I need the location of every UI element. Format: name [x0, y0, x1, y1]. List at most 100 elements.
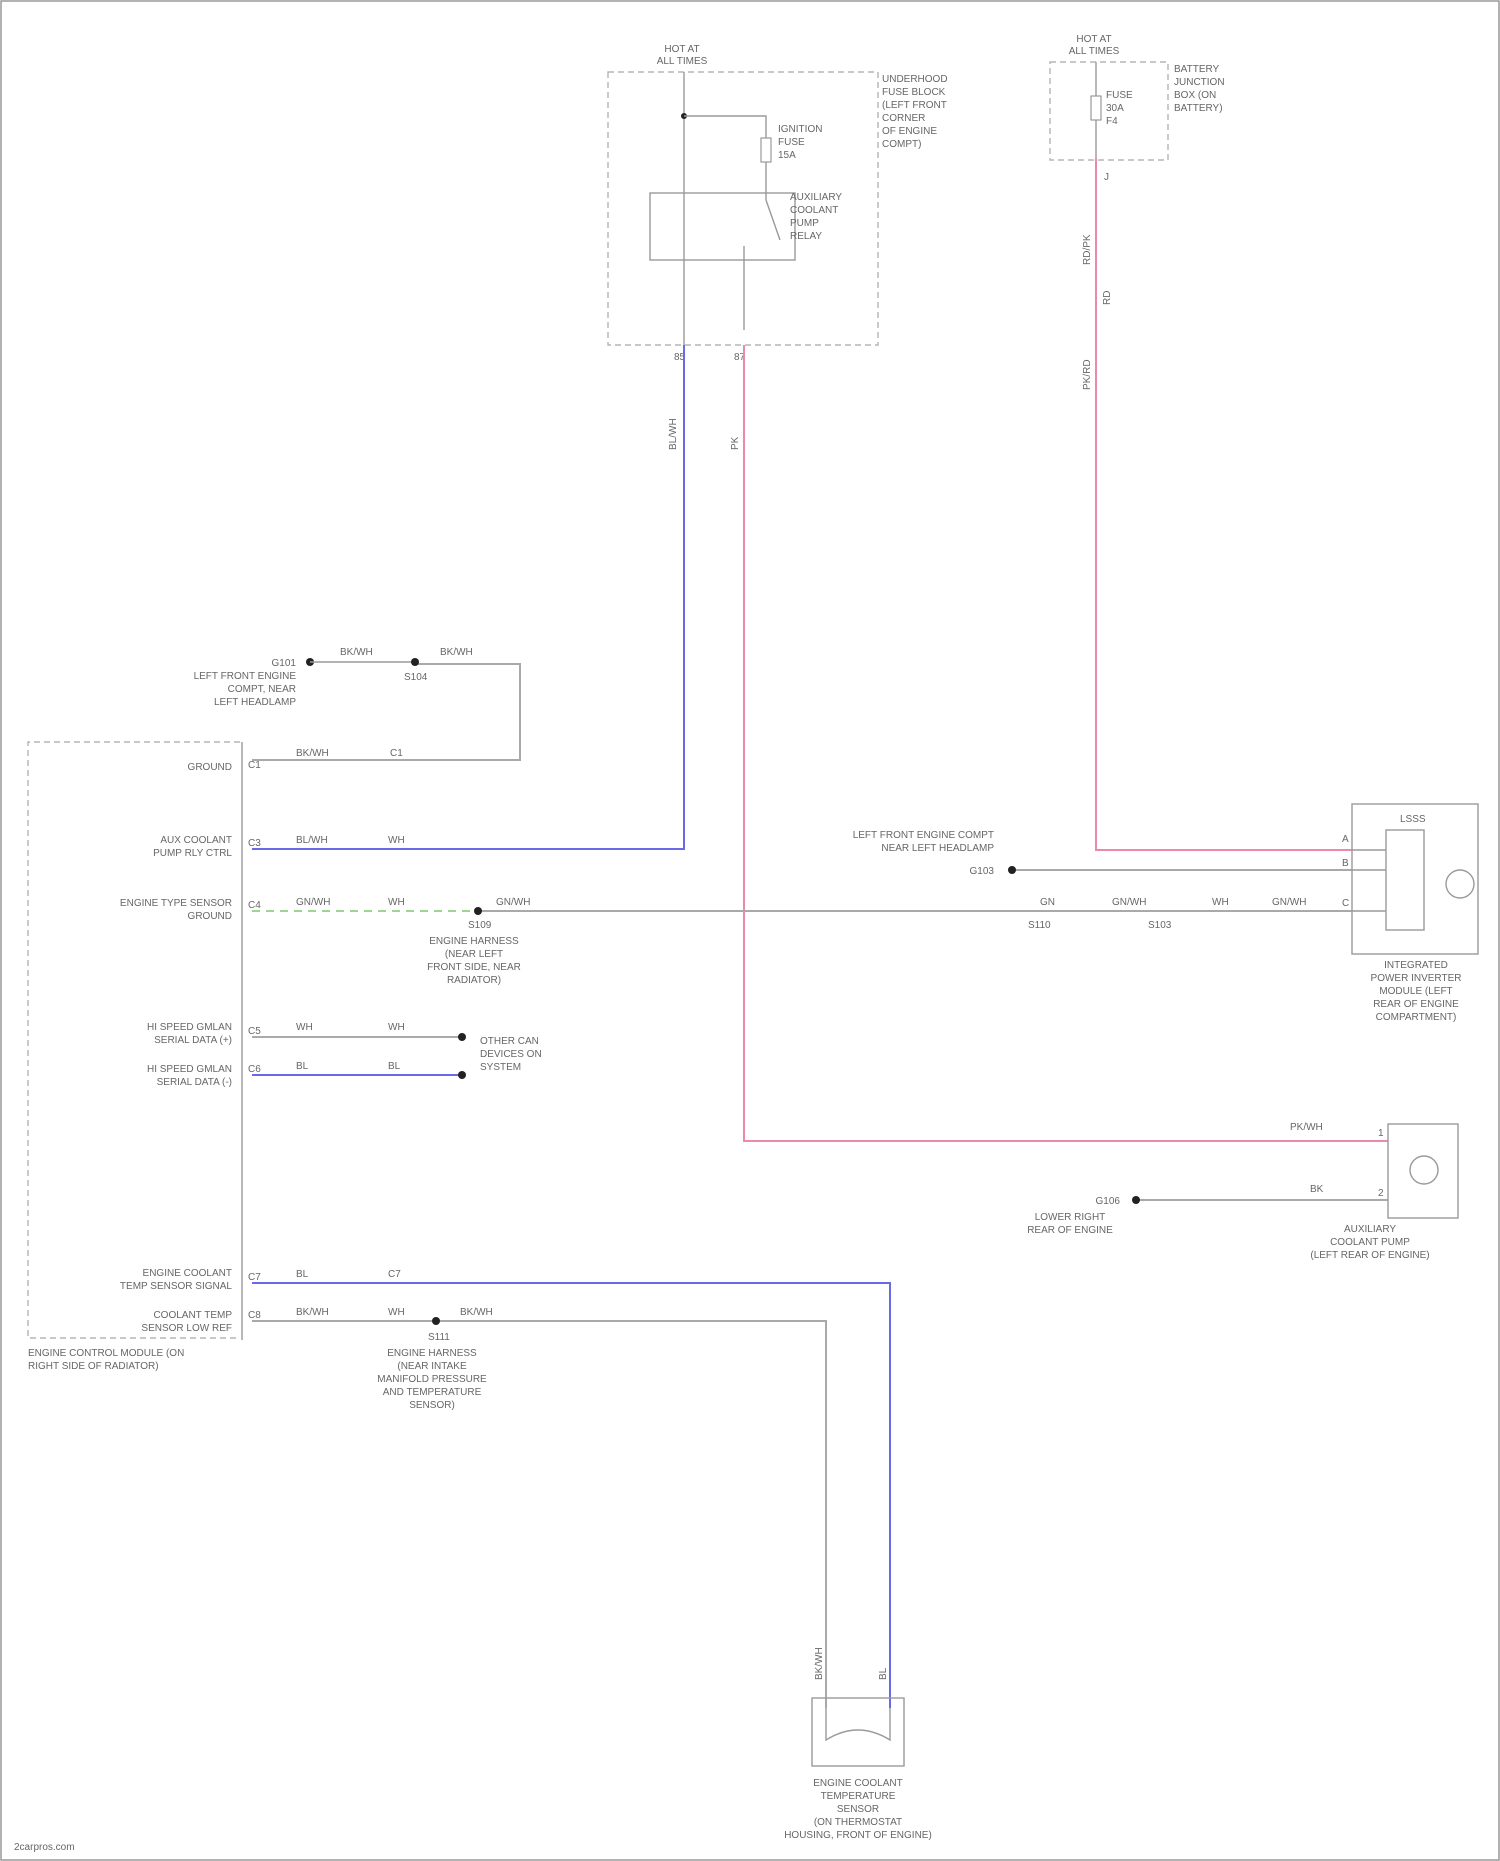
seg-eng-type: GN/WH: [296, 897, 330, 908]
wire-label-right-pink-a: RD/PK: [1082, 234, 1093, 265]
svg-text:LEFT FRONT ENGINE COMPT: LEFT FRONT ENGINE COMPT: [853, 830, 994, 841]
svg-text:(NEAR LEFT: (NEAR LEFT: [445, 949, 503, 960]
svg-text:POWER INVERTER: POWER INVERTER: [1371, 973, 1462, 984]
splice-s111-dot: [432, 1317, 440, 1325]
seg-eng-type-c: GN/WH: [496, 897, 530, 908]
fuse-top-hot-label: HOT AT: [664, 44, 699, 55]
svg-text:HI SPEED GMLAN: HI SPEED GMLAN: [147, 1022, 232, 1033]
svg-text:SENSOR): SENSOR): [409, 1400, 455, 1411]
svg-text:ENGINE COOLANT: ENGINE COOLANT: [143, 1268, 232, 1279]
ecm-pin-id: C7: [248, 1272, 261, 1283]
svg-text:AND TEMPERATURE: AND TEMPERATURE: [383, 1387, 482, 1398]
svg-text:RIGHT SIDE OF RADIATOR): RIGHT SIDE OF RADIATOR): [28, 1361, 159, 1372]
seg-aux-ctrl-b: WH: [388, 835, 405, 846]
svg-text:PUMP: PUMP: [790, 218, 819, 229]
ect-wire-b: BL: [878, 1667, 889, 1680]
ecm-pin-id: C3: [248, 838, 261, 849]
svg-text:COMPT): COMPT): [882, 139, 921, 150]
svg-text:TEMP SENSOR SIGNAL: TEMP SENSOR SIGNAL: [120, 1281, 233, 1292]
seg-inv-pink: PK/WH: [1290, 1122, 1323, 1133]
svg-text:COMPT, NEAR: COMPT, NEAR: [228, 684, 296, 695]
svg-text:RADIATOR): RADIATOR): [447, 975, 501, 986]
can-minus-terminal-dot: [458, 1071, 466, 1079]
svg-text:PUMP RLY CTRL: PUMP RLY CTRL: [153, 848, 232, 859]
svg-text:ENGINE HARNESS: ENGINE HARNESS: [429, 936, 519, 947]
svg-text:FUSE: FUSE: [778, 137, 805, 148]
splice-s109-dot: [474, 907, 482, 915]
ignition-fuse-icon: [761, 138, 771, 162]
svg-text:UNDERHOOD: UNDERHOOD: [882, 74, 948, 85]
wire-label-right-pink-b: RD: [1102, 291, 1113, 305]
seg-temp-sig-a: BL: [296, 1269, 309, 1280]
inverter-label: INTEGRATED POWER INVERTER MODULE (LEFT R…: [1371, 960, 1462, 1023]
battery-junction-pin: J: [1104, 172, 1109, 183]
inverter-pin-b: B: [1342, 858, 1349, 869]
svg-text:ENGINE COOLANT: ENGINE COOLANT: [813, 1778, 902, 1789]
svg-text:BATTERY): BATTERY): [1174, 103, 1223, 114]
svg-text:BOX (ON: BOX (ON: [1174, 90, 1216, 101]
svg-text:ENGINE HARNESS: ENGINE HARNESS: [387, 1348, 477, 1359]
svg-text:(LEFT REAR OF ENGINE): (LEFT REAR OF ENGINE): [1310, 1250, 1429, 1261]
seg-can-minus-a: BL: [296, 1061, 309, 1072]
wire-label-top-blue: BL/WH: [668, 418, 679, 450]
ecm-pin-id: C8: [248, 1310, 261, 1321]
g106-ground-dot: [1132, 1196, 1140, 1204]
inverter-pin-a: A: [1342, 834, 1349, 845]
svg-text:REAR OF ENGINE: REAR OF ENGINE: [1373, 999, 1459, 1010]
seg-can-minus-b: BL: [388, 1061, 401, 1072]
svg-text:SERIAL DATA (+): SERIAL DATA (+): [154, 1035, 232, 1046]
svg-text:G101: G101: [272, 658, 297, 669]
svg-text:COOLANT PUMP: COOLANT PUMP: [1330, 1237, 1410, 1248]
svg-text:NEAR LEFT HEADLAMP: NEAR LEFT HEADLAMP: [881, 843, 994, 854]
svg-text:JUNCTION: JUNCTION: [1174, 77, 1225, 88]
can-plus-terminal-dot: [458, 1033, 466, 1041]
svg-text:GROUND: GROUND: [188, 762, 232, 773]
svg-text:(ON THERMOSTAT: (ON THERMOSTAT: [814, 1817, 902, 1828]
splice-s110-label: S110: [1028, 920, 1051, 931]
seg-temp-low-c: BK/WH: [460, 1307, 493, 1318]
wire-label-top-pink: PK: [730, 436, 741, 450]
seg-inv-ground: BK: [1310, 1184, 1324, 1195]
svg-text:(LEFT FRONT: (LEFT FRONT: [882, 100, 947, 111]
seg-can-plus-a: WH: [296, 1022, 313, 1033]
ecm-pin-id: C1: [248, 760, 261, 771]
svg-text:TEMPERATURE: TEMPERATURE: [821, 1791, 896, 1802]
splice-s103-label: S103: [1148, 920, 1172, 931]
svg-text:AUXILIARY: AUXILIARY: [1344, 1224, 1396, 1235]
splice-s111-id: S111: [428, 1332, 450, 1343]
seg-aux-ctrl: BL/WH: [296, 835, 328, 846]
svg-text:MANIFOLD PRESSURE: MANIFOLD PRESSURE: [377, 1374, 487, 1385]
aux-pump-pin-a: 1: [1378, 1128, 1384, 1139]
svg-text:HI SPEED GMLAN: HI SPEED GMLAN: [147, 1064, 232, 1075]
svg-text:LEFT HEADLAMP: LEFT HEADLAMP: [214, 697, 296, 708]
svg-text:HOUSING, FRONT OF ENGINE): HOUSING, FRONT OF ENGINE): [784, 1830, 932, 1841]
inverter-title: LSSS: [1400, 814, 1426, 825]
svg-text:OF ENGINE: OF ENGINE: [882, 126, 937, 137]
g103-ground-id: G103: [970, 866, 995, 877]
seg-ground-pin: C1: [390, 748, 403, 759]
svg-text:DEVICES ON: DEVICES ON: [480, 1049, 542, 1060]
svg-text:AUX COOLANT: AUX COOLANT: [160, 835, 232, 846]
inverter-pin-c: C: [1342, 898, 1349, 909]
splice-s104-label: S104: [404, 672, 428, 683]
seg-temp-low-a: BK/WH: [296, 1307, 329, 1318]
svg-text:FUSE BLOCK: FUSE BLOCK: [882, 87, 946, 98]
svg-text:COOLANT: COOLANT: [790, 205, 838, 216]
svg-text:(NEAR INTAKE: (NEAR INTAKE: [397, 1361, 467, 1372]
svg-text:GROUND: GROUND: [188, 911, 232, 922]
svg-text:IGNITION: IGNITION: [778, 124, 822, 135]
svg-text:SYSTEM: SYSTEM: [480, 1062, 521, 1073]
seg-ground-1: BK/WH: [296, 748, 329, 759]
svg-text:SERIAL DATA (-): SERIAL DATA (-): [157, 1077, 232, 1088]
svg-text:CORNER: CORNER: [882, 113, 925, 124]
seg-can-plus-b: WH: [388, 1022, 405, 1033]
svg-text:LEFT FRONT ENGINE: LEFT FRONT ENGINE: [194, 671, 297, 682]
g106-ground-id: G106: [1096, 1196, 1121, 1207]
g103-ground-dot: [1008, 866, 1016, 874]
ecm-pin-id: C6: [248, 1064, 261, 1075]
svg-text:FRONT SIDE, NEAR: FRONT SIDE, NEAR: [427, 962, 521, 973]
svg-text:15A: 15A: [778, 150, 796, 161]
svg-text:F4: F4: [1106, 116, 1118, 127]
seg-eng-type-b: WH: [388, 897, 405, 908]
